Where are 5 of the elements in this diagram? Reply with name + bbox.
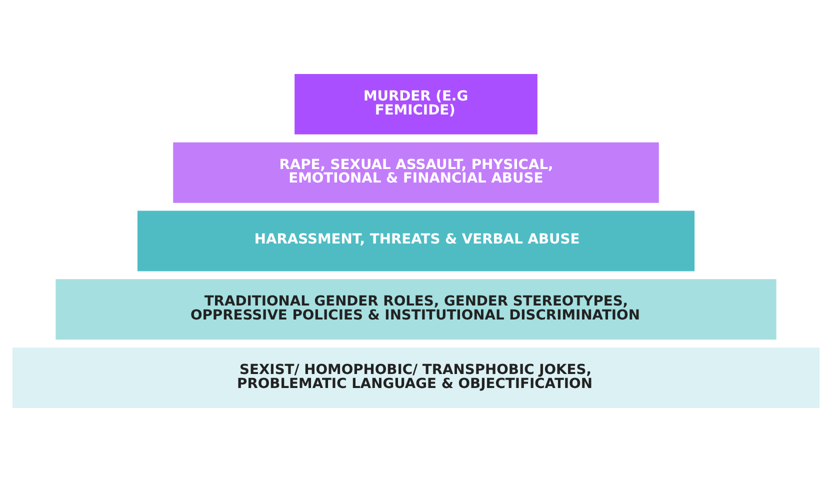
node-box: MURDER (E.G FEMICIDE) xyxy=(294,74,538,134)
node-box: TRADITIONAL GENDER ROLES, GENDER STEREOTYPES, OPPRESSIVE POLICIES & INSTITUTIONAL DISCRIMINATION xyxy=(56,279,776,340)
node-box: RAPE, SEXUAL ASSAULT, PHYSICAL, EMOTIONAL & FINANCIAL ABUSE xyxy=(173,142,659,203)
node-box: SEXIST/ HOMOPHOBIC/ TRANSPHOBIC JOKES, PROBLEMATIC LANGUAGE & OBJECTIFICATION xyxy=(12,348,820,408)
node-box: HARASSMENT, THREATS & VERBAL ABUSE xyxy=(137,210,695,272)
